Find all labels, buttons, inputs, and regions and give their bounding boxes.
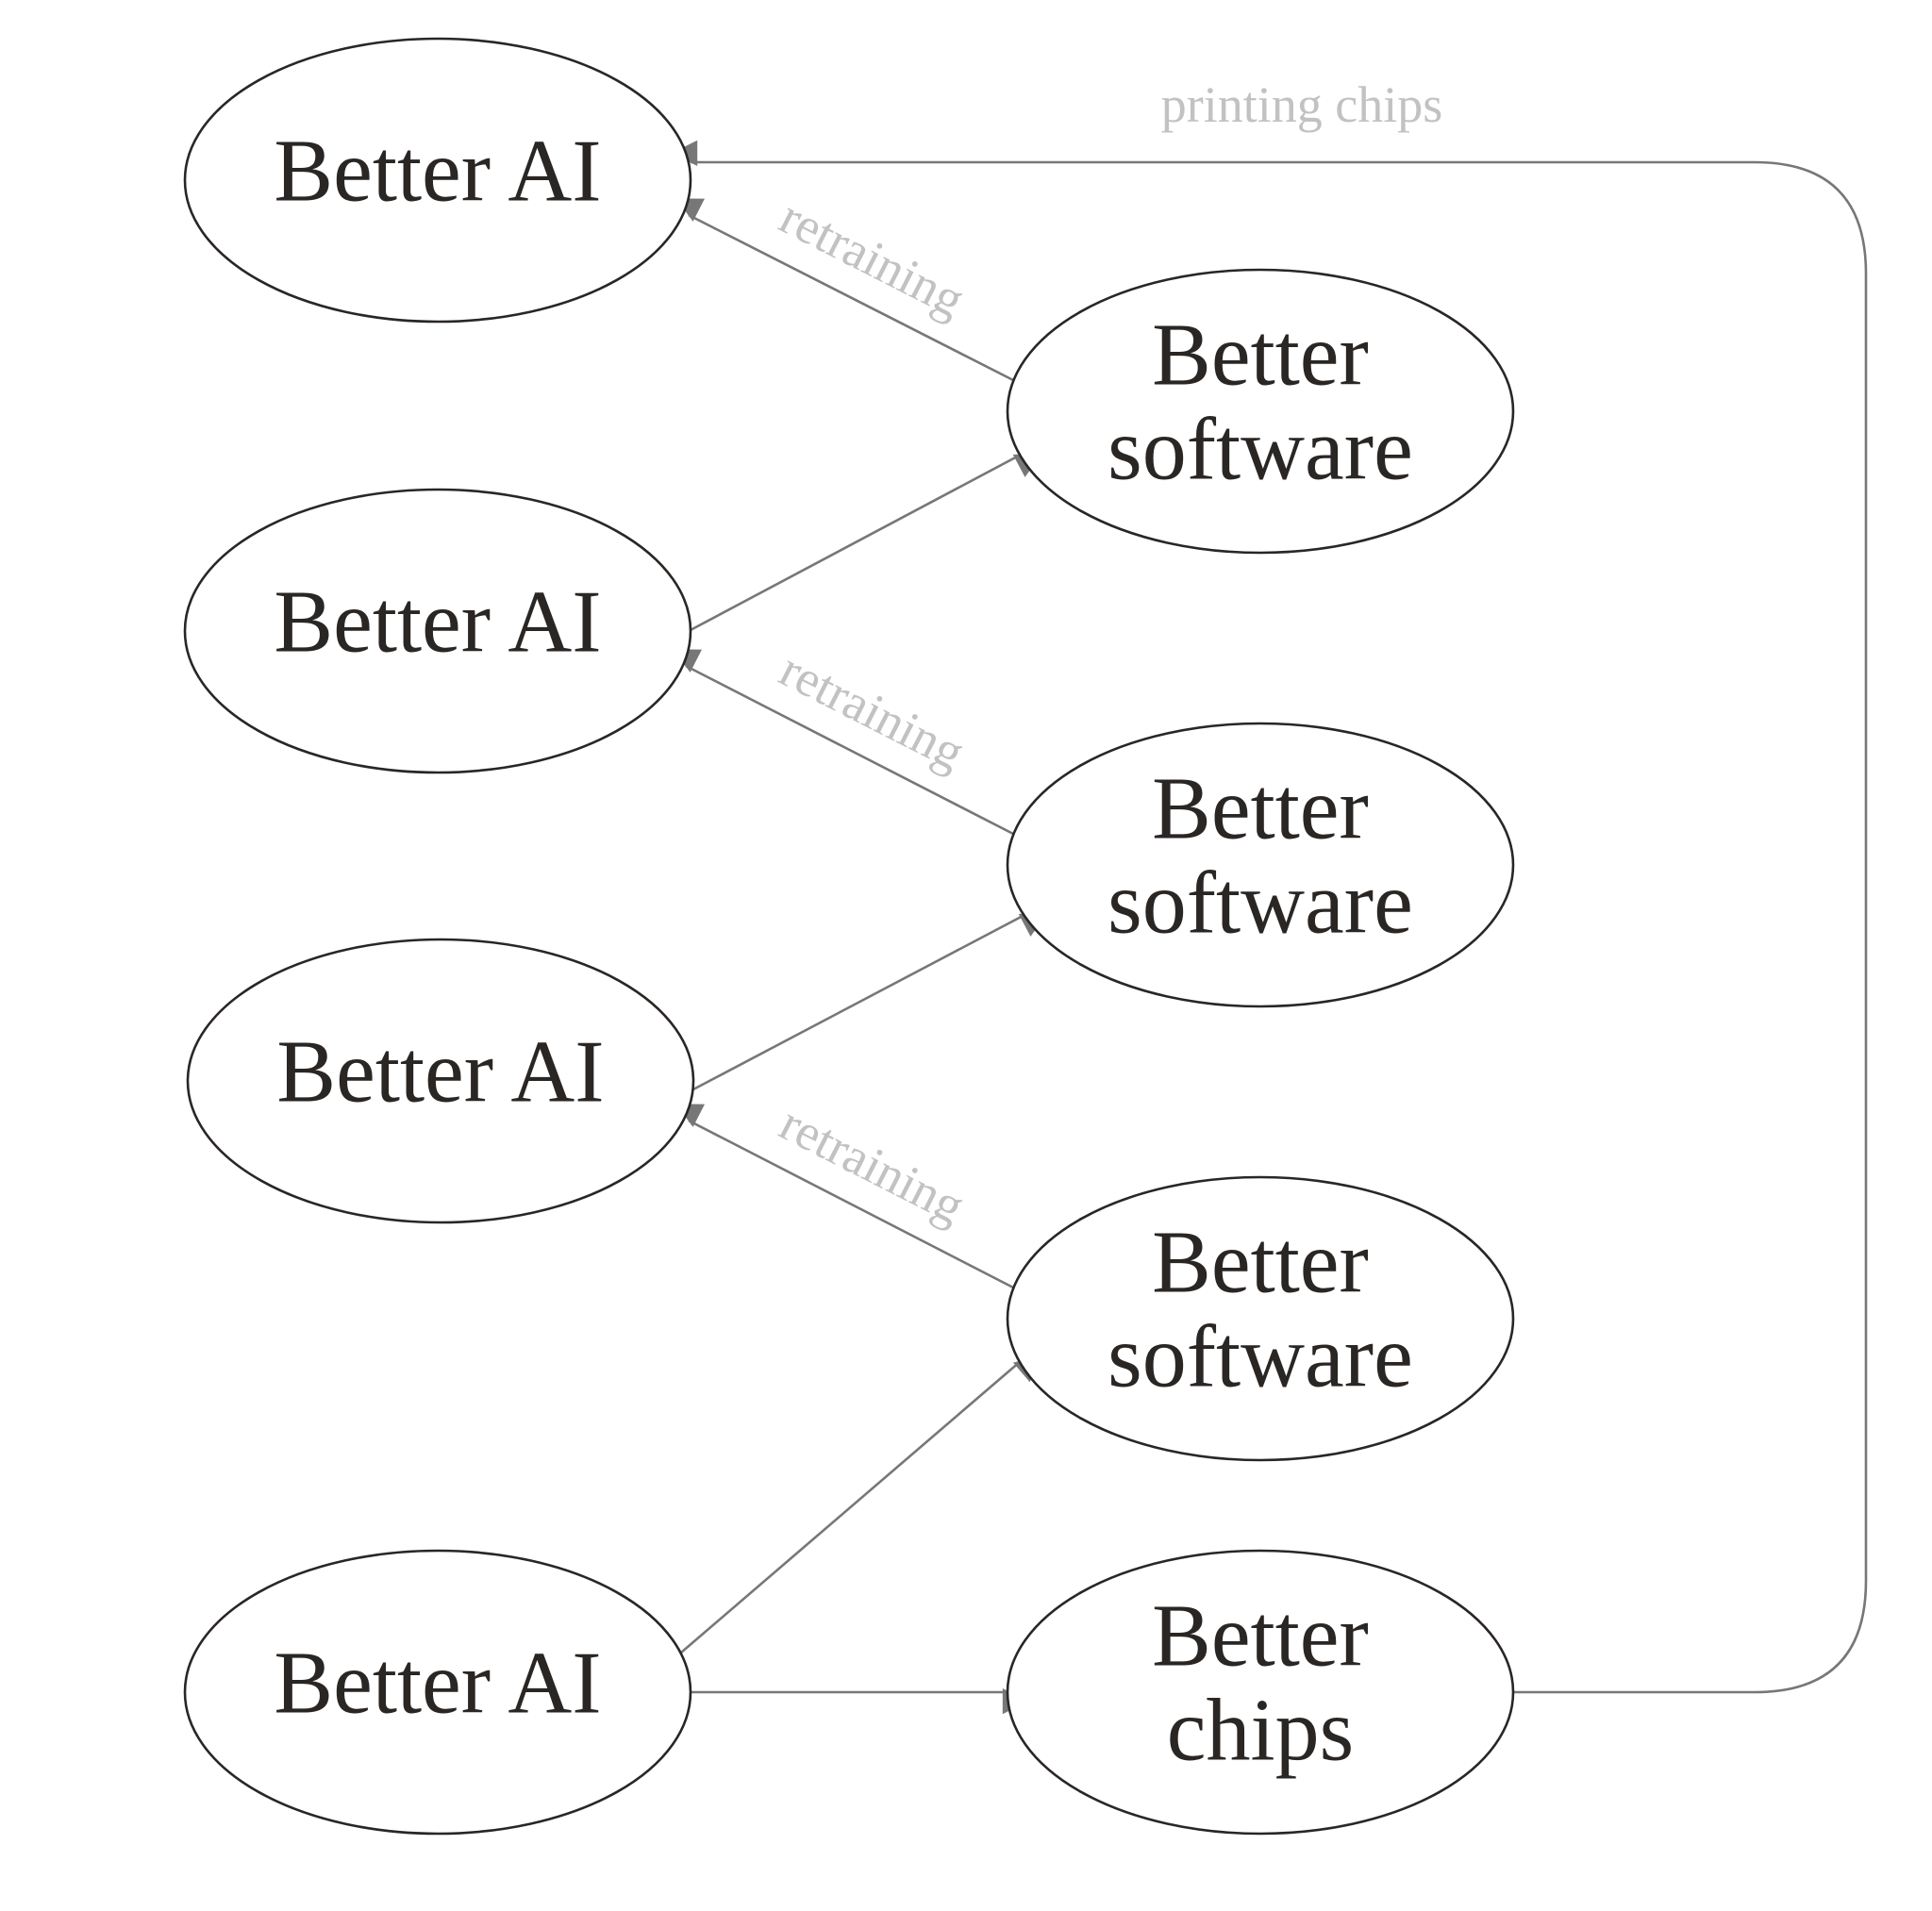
node-ellipse [186, 938, 695, 1224]
node-label: Better [1152, 307, 1369, 405]
node-ellipse [183, 488, 692, 774]
node-ellipse [183, 1549, 692, 1836]
node-label: software [1108, 1308, 1413, 1406]
edge-arrow-sw-2-to-ai-2 [673, 649, 1014, 836]
node-label: Better [1152, 1587, 1369, 1686]
node-label: Better AI [274, 123, 601, 221]
node-ellipse [1006, 722, 1515, 1008]
node-label: Better [1152, 1214, 1369, 1312]
edge-label: retraining [772, 640, 974, 781]
edges-layer [671, 140, 1868, 1715]
edge-arrow-chips-to-ai-1 [671, 140, 1868, 1694]
node-ai-1: Better AI [183, 37, 692, 324]
node-label: software [1108, 401, 1413, 499]
node-ai-4: Better AI [183, 1549, 692, 1836]
edge-arrow-ai-4-to-sw-3 [680, 1355, 1041, 1653]
node-label: software [1108, 855, 1413, 953]
node-ellipse [1006, 1549, 1515, 1836]
node-ai-3: Better AI [186, 938, 695, 1224]
node-label: Better AI [276, 1023, 604, 1122]
node-ai-2: Better AI [183, 488, 692, 774]
edge-arrow-sw-1-to-ai-1 [675, 198, 1014, 382]
node-label: Better AI [274, 573, 601, 672]
edge-arrow-ai-2-to-sw-1 [688, 453, 1042, 633]
edge-arrow-sw-3-to-ai-3 [675, 1104, 1014, 1289]
edge-arrow-ai-3-to-sw-2 [691, 912, 1048, 1092]
node-label: Better AI [274, 1635, 601, 1733]
node-ellipse [1006, 1175, 1515, 1462]
node-label: chips [1167, 1682, 1354, 1780]
edge-label: printing chips [1161, 76, 1442, 133]
node-ellipse [183, 37, 692, 324]
node-ellipse [1006, 268, 1515, 555]
node-label: Better [1152, 760, 1369, 858]
edge-label: retraining [772, 1094, 974, 1235]
